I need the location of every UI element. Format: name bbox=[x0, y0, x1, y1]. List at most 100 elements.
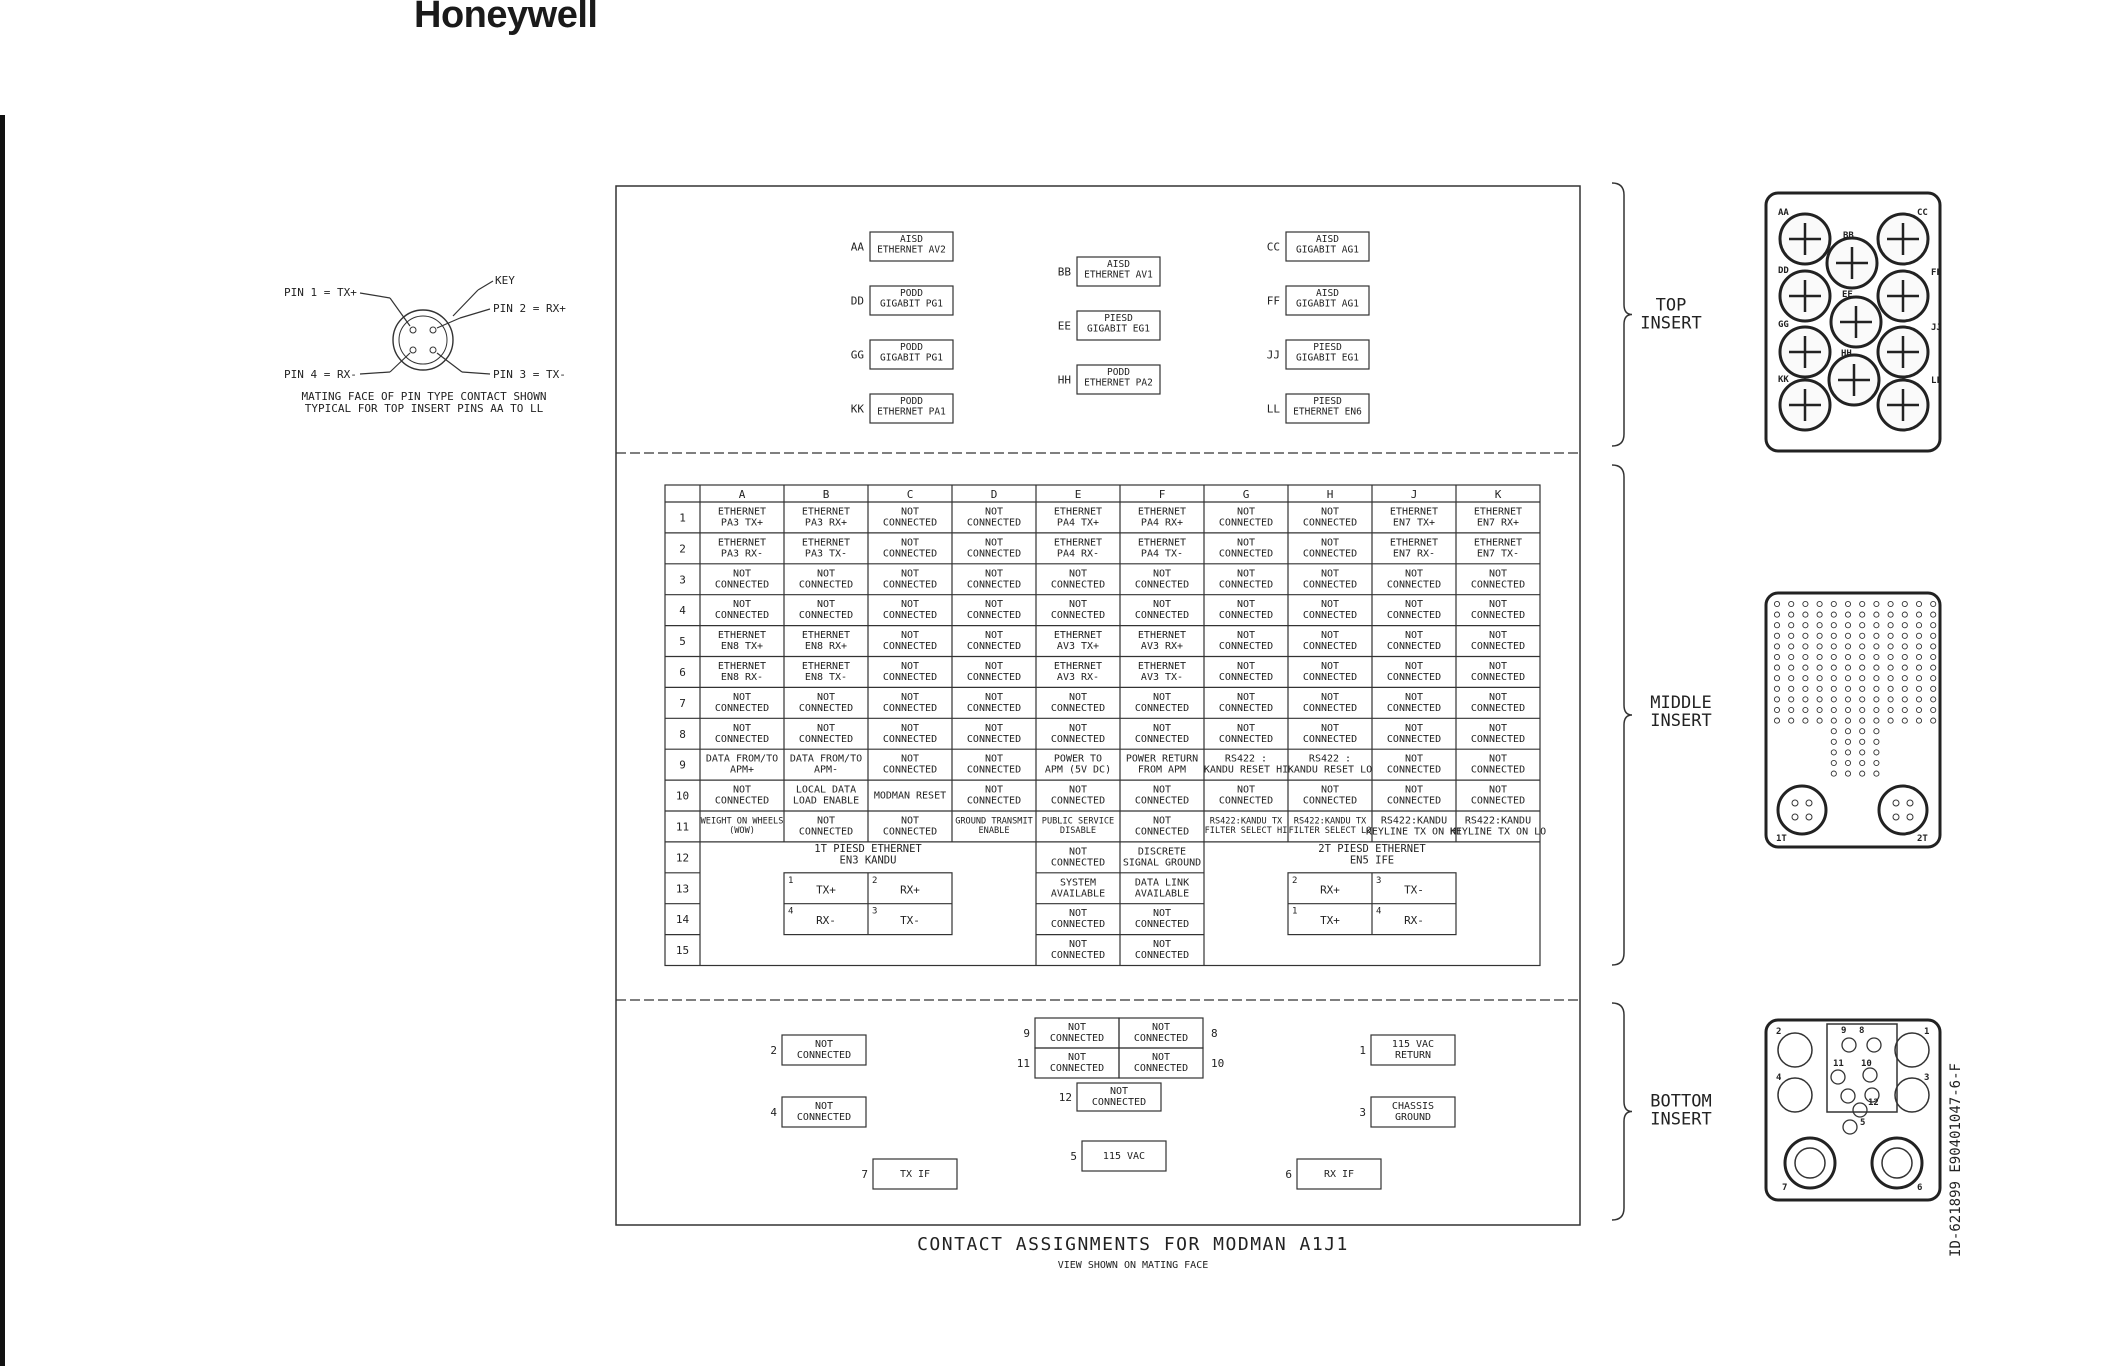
middle-connector-contact bbox=[1873, 696, 1880, 703]
cell-8-b-line2: CONNECTED bbox=[799, 734, 853, 745]
middle-connector-contact bbox=[1915, 664, 1923, 671]
pin2-leader-2 bbox=[436, 317, 461, 329]
top-pin-text-ff-line1: AISD bbox=[1316, 288, 1339, 299]
cell-4-g-line2: CONNECTED bbox=[1219, 610, 1273, 621]
cell-6-c-line2: CONNECTED bbox=[883, 672, 937, 683]
middle-connector-contact bbox=[1901, 643, 1908, 650]
cell-15-e-line2: CONNECTED bbox=[1051, 950, 1105, 961]
middle-insert-label-2: INSERT bbox=[1650, 711, 1711, 731]
bottom-connector-contact-3 bbox=[1894, 1077, 1930, 1113]
cell-3-h-line1: NOT bbox=[1321, 568, 1339, 579]
cell-10-e-line2: CONNECTED bbox=[1051, 796, 1105, 807]
row-number-14: 14 bbox=[676, 913, 690, 926]
cell-10-b-line2: LOAD ENABLE bbox=[793, 796, 859, 807]
bottom-pin-box-7 bbox=[872, 1158, 958, 1190]
middle-connector-2t-contact bbox=[1892, 813, 1900, 821]
key-label: KEY bbox=[495, 274, 515, 287]
cell-7-j-line1: NOT bbox=[1405, 692, 1423, 703]
middle-connector-contact bbox=[1773, 664, 1781, 671]
middle-connector-contact bbox=[1830, 643, 1837, 650]
cell-3-e-line1: NOT bbox=[1069, 568, 1087, 579]
cell-8-k-line2: CONNECTED bbox=[1471, 734, 1525, 745]
middle-connector-contact bbox=[1802, 664, 1809, 671]
cell-14-e-line1: NOT bbox=[1069, 908, 1087, 919]
middle-connector-contact bbox=[1802, 611, 1809, 618]
cell-5-b-line2: EN8 RX+ bbox=[805, 641, 847, 652]
bottom-pin-text-8-line1: NOT bbox=[1152, 1022, 1170, 1033]
middle-connector-contact bbox=[1788, 622, 1795, 629]
cell-7-e-line2: CONNECTED bbox=[1051, 703, 1105, 714]
cell-4-k-line1: NOT bbox=[1489, 599, 1507, 610]
bottom-pin-text-11-line1: NOT bbox=[1068, 1052, 1086, 1063]
cell-10-g-line2: CONNECTED bbox=[1219, 796, 1273, 807]
cell-9-k-line1: NOT bbox=[1489, 754, 1507, 765]
middle-connector-1t-contact bbox=[1805, 799, 1813, 807]
pin2-label: PIN 2 = RX+ bbox=[493, 302, 566, 315]
drawing-subtitle: VIEW SHOWN ON MATING FACE bbox=[1058, 1260, 1209, 1271]
row-number-4: 4 bbox=[679, 604, 686, 617]
middle-connector-contact bbox=[1830, 632, 1837, 639]
cell-5-j-line2: CONNECTED bbox=[1387, 641, 1441, 652]
middle-connector-contact bbox=[1773, 696, 1781, 703]
cell-7-h-line2: CONNECTED bbox=[1303, 703, 1357, 714]
middle-connector-1t-ring bbox=[1776, 784, 1828, 836]
cell-3-e-line2: CONNECTED bbox=[1051, 579, 1105, 590]
top-connector-label-bb: BB bbox=[1843, 231, 1854, 241]
middle-connector-contact bbox=[1915, 675, 1923, 682]
top-pin-text-kk-line1: PODD bbox=[900, 396, 923, 407]
cell-5-j-line1: NOT bbox=[1405, 630, 1423, 641]
middle-connector-face bbox=[1764, 591, 1942, 849]
middle-connector-contact bbox=[1816, 717, 1823, 724]
cell-4-a-line2: CONNECTED bbox=[715, 610, 769, 621]
row-number-8: 8 bbox=[679, 728, 686, 741]
cell-4-g-line1: NOT bbox=[1237, 599, 1255, 610]
bottom-pin-num-10: 10 bbox=[1211, 1057, 1224, 1070]
column-header-j: J bbox=[1411, 488, 1418, 501]
cell-1-g-line1: NOT bbox=[1237, 506, 1255, 517]
cell-8-c-line1: NOT bbox=[901, 723, 919, 734]
cell-11-k-line1: RS422:KANDU bbox=[1465, 815, 1531, 826]
pin1-leader-2 bbox=[389, 297, 411, 327]
cell-6-f-line1: ETHERNET bbox=[1138, 661, 1186, 672]
bottom-connector-small-contact bbox=[1864, 1087, 1880, 1103]
cell-10-b-line1: LOCAL DATA bbox=[796, 785, 856, 796]
cell-3-d-line1: NOT bbox=[985, 568, 1003, 579]
row-number-15: 15 bbox=[676, 944, 689, 957]
key-leader-2 bbox=[452, 289, 479, 317]
cell-6-a-line2: EN8 RX- bbox=[721, 672, 763, 683]
middle-connector-contact bbox=[1802, 622, 1809, 629]
pin-contact-3 bbox=[409, 346, 417, 354]
middle-connector-contact bbox=[1773, 685, 1781, 692]
middle-connector-contact bbox=[1901, 664, 1908, 671]
middle-connector-contact bbox=[1830, 749, 1837, 756]
cell-3-a-line1: NOT bbox=[733, 568, 751, 579]
bottom-pin-text-1-line2: RETURN bbox=[1395, 1050, 1431, 1061]
cell-6-j-line2: CONNECTED bbox=[1387, 672, 1441, 683]
group-1t-pin-num-3: 3 bbox=[872, 907, 877, 917]
cell-10-g-line1: NOT bbox=[1237, 785, 1255, 796]
pin4-leader bbox=[359, 371, 391, 375]
column-header-c: C bbox=[907, 488, 914, 501]
cell-5-e-line1: ETHERNET bbox=[1054, 630, 1102, 641]
middle-connector-label-2t: 2T bbox=[1917, 834, 1928, 844]
middle-connector-contact bbox=[1788, 611, 1795, 618]
top-pin-text-dd-line1: PODD bbox=[900, 288, 923, 299]
top-pin-text-hh-line1: PODD bbox=[1107, 367, 1130, 378]
top-pin-id-kk: KK bbox=[851, 403, 865, 416]
row-number-9: 9 bbox=[679, 759, 686, 772]
cell-9-h-line1: RS422 : bbox=[1309, 754, 1351, 765]
column-header-h: H bbox=[1327, 488, 1334, 501]
middle-connector-contact bbox=[1816, 600, 1823, 608]
cell-1-e-line2: PA4 TX+ bbox=[1057, 517, 1099, 528]
bottom-pin-num-1: 1 bbox=[1359, 1044, 1366, 1057]
top-pin-text-aa-line1: AISD bbox=[900, 234, 923, 245]
cell-1-f-line1: ETHERNET bbox=[1138, 506, 1186, 517]
middle-connector-contact bbox=[1844, 622, 1852, 629]
cell-10-k-line1: NOT bbox=[1489, 785, 1507, 796]
bottom-connector-inner-box bbox=[1826, 1023, 1898, 1113]
cell-7-f-line2: CONNECTED bbox=[1135, 703, 1189, 714]
top-insert-label-1: TOP bbox=[1656, 296, 1687, 316]
middle-connector-contact bbox=[1859, 749, 1866, 756]
left-margin-bar bbox=[0, 115, 5, 1366]
